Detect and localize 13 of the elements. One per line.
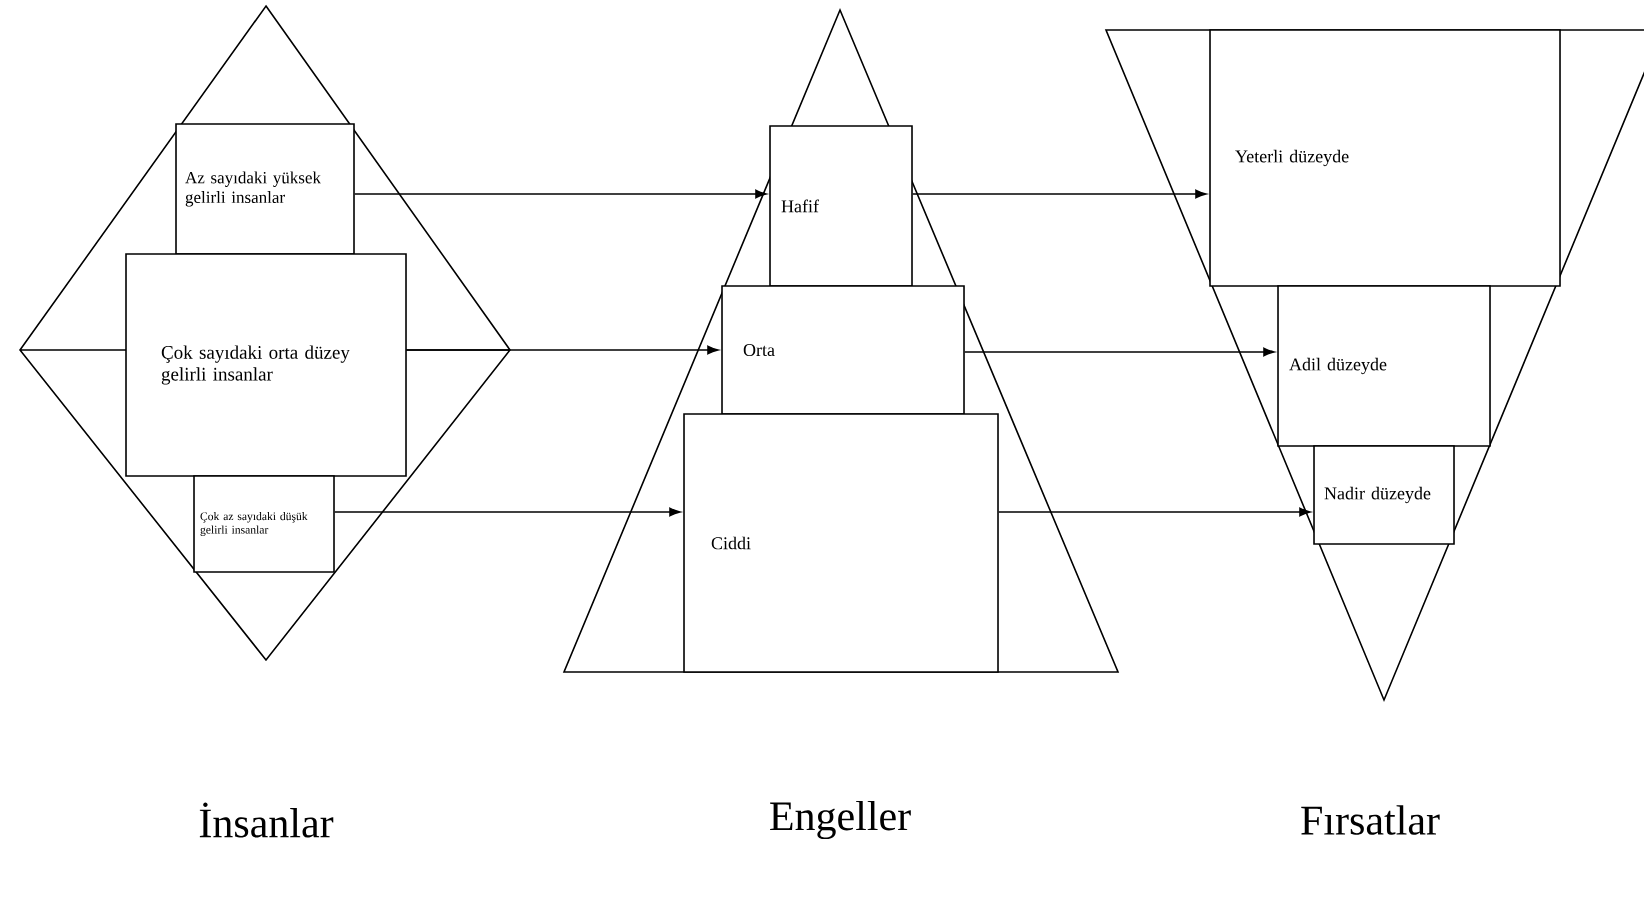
column-title: İnsanlar: [199, 802, 334, 838]
arrow: [912, 189, 1207, 199]
arrow: [406, 345, 719, 355]
arrow: [998, 507, 1311, 517]
arrow: [964, 347, 1275, 357]
text-box: Orta: [721, 285, 965, 415]
arrow: [334, 507, 681, 517]
column-title: Engeller: [770, 800, 911, 840]
text-box: Nadir düzeyde: [1313, 445, 1455, 545]
text-box: Az sayıdaki yüksek gelirli insanlar: [175, 123, 355, 255]
arrow: [354, 189, 767, 199]
text-box: Hafif: [769, 125, 913, 287]
column-title: Fırsatlar: [1301, 805, 1440, 835]
